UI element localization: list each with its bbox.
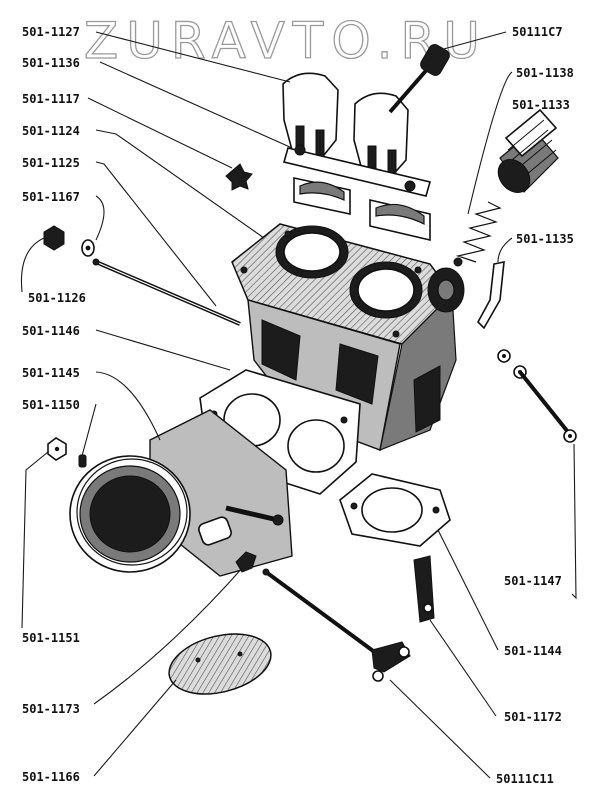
leader-lines <box>20 31 577 779</box>
carburetor-body <box>231 223 465 547</box>
air-horn <box>69 409 293 577</box>
label-501-1172: 501-1172 <box>504 710 562 724</box>
label-50111c11: 50111C11 <box>496 772 554 786</box>
damper-pads <box>293 177 431 242</box>
label-501-1125: 501-1125 <box>22 156 80 170</box>
spring <box>453 201 502 267</box>
label-501-1150: 501-1150 <box>22 398 80 412</box>
label-501-1133: 501-1133 <box>512 98 570 112</box>
label-501-1146: 501-1146 <box>22 324 80 338</box>
watermark-text: ZURAVTO.RU <box>84 12 488 70</box>
small-pin-and-nut <box>47 437 87 468</box>
disc-plate <box>168 633 272 695</box>
label-501-1117: 501-1117 <box>22 92 80 106</box>
long-rod <box>92 258 241 326</box>
star-nut <box>225 163 253 191</box>
label-501-1151: 501-1151 <box>22 631 80 645</box>
label-501-1124: 501-1124 <box>22 124 80 138</box>
link-rod <box>497 349 577 443</box>
label-501-1127: 501-1127 <box>22 25 80 39</box>
label-501-1144: 501-1144 <box>504 644 562 658</box>
lever-clip <box>477 261 505 330</box>
label-501-1138: 501-1138 <box>516 66 574 80</box>
bracket <box>413 555 435 623</box>
label-501-1126: 501-1126 <box>28 291 86 305</box>
label-501-1167: 501-1167 <box>22 190 80 204</box>
nut-and-washer <box>43 225 95 257</box>
label-501-1135: 501-1135 <box>516 232 574 246</box>
threaded-sleeve <box>497 108 559 193</box>
label-501-1166: 501-1166 <box>22 770 80 784</box>
throttle-plate-assembly <box>282 44 450 197</box>
label-501-1145: 501-1145 <box>22 366 80 380</box>
label-501-1136: 501-1136 <box>22 56 80 70</box>
label-501-1173: 501-1173 <box>22 702 80 716</box>
label-501-1147: 501-1147 <box>504 574 562 588</box>
spring-clip <box>235 551 257 573</box>
throttle-rod-lever <box>262 568 411 682</box>
label-50111c7: 50111C7 <box>512 25 563 39</box>
